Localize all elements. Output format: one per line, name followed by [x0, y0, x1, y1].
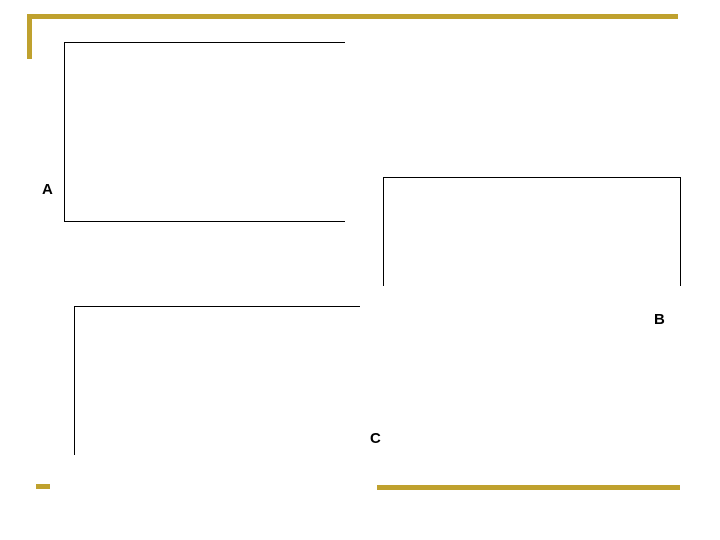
- gold-bottom-left-dash: [36, 484, 50, 489]
- shape-b-open-rectangle[interactable]: [383, 177, 681, 286]
- gold-left-tick: [27, 14, 32, 59]
- shape-c-corner-bracket[interactable]: [74, 306, 360, 455]
- shape-a-label: A: [42, 181, 53, 198]
- shape-a-open-rectangle[interactable]: [64, 42, 345, 222]
- shape-b-label: B: [654, 311, 665, 328]
- gold-top-rule: [27, 14, 678, 19]
- gold-bottom-rule: [377, 485, 680, 490]
- shape-c-label: C: [370, 430, 381, 447]
